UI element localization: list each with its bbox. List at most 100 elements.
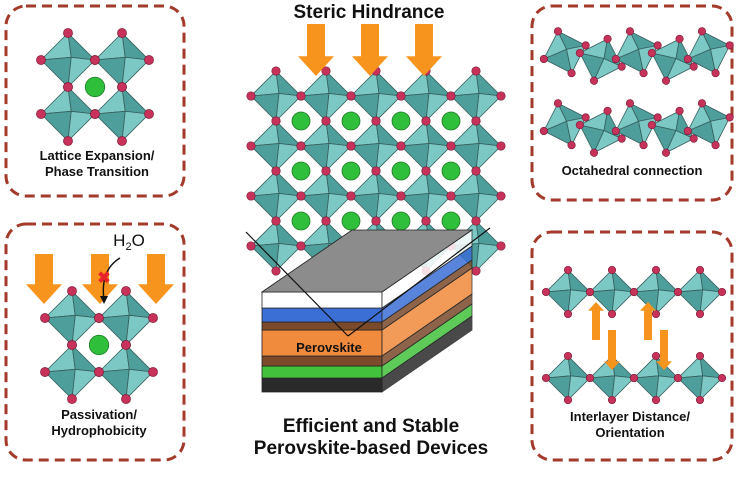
anion-sphere <box>296 241 306 251</box>
anion-sphere <box>67 286 77 296</box>
anion-sphere <box>121 340 131 350</box>
anion-sphere <box>271 166 281 176</box>
octahedron-face <box>275 193 302 223</box>
panel-frame <box>4 222 186 462</box>
arrow-down-icon <box>82 254 118 304</box>
octahedron-face <box>611 268 636 293</box>
h2o-rest: O <box>131 231 145 250</box>
device-stack <box>245 227 491 393</box>
octahedron-face <box>375 93 402 123</box>
octahedron <box>296 116 356 176</box>
anion-sphere <box>296 191 306 201</box>
anion-sphere <box>40 313 50 323</box>
anion-sphere <box>625 27 635 36</box>
anion-sphere <box>697 27 707 36</box>
anion-sphere <box>371 116 381 126</box>
panel-frame <box>530 230 734 462</box>
anion-sphere <box>673 373 683 383</box>
octahedron-face <box>699 289 723 316</box>
octahedron-face <box>611 289 635 316</box>
anion-sphere <box>717 287 727 297</box>
anion-sphere <box>371 216 381 226</box>
anion-sphere <box>589 76 599 85</box>
anion-sphere <box>321 166 331 176</box>
octahedron-face <box>325 193 352 223</box>
anion-sphere <box>567 141 576 150</box>
anion-sphere <box>396 141 406 151</box>
octahedron-face <box>375 193 402 223</box>
octahedron-face <box>567 375 591 402</box>
device-layer-front <box>261 291 383 309</box>
cation-sphere <box>441 111 461 131</box>
arrow-down-icon <box>352 24 388 76</box>
octahedron <box>396 116 456 176</box>
anion-sphere <box>117 136 127 146</box>
octahedron-face <box>67 56 96 89</box>
octahedron <box>94 340 158 404</box>
octahedron-face <box>593 57 623 82</box>
anion-sphere <box>271 216 281 226</box>
anion-sphere <box>148 313 158 323</box>
anion-sphere <box>94 367 104 377</box>
anion-sphere <box>629 373 639 383</box>
device-layer-front <box>261 365 383 379</box>
anion-sphere <box>90 55 100 65</box>
anion-sphere <box>689 62 698 71</box>
anion-sphere <box>563 351 573 361</box>
anion-sphere <box>651 351 661 361</box>
anion-sphere <box>539 126 548 136</box>
octahedron <box>673 265 727 319</box>
cation-sphere <box>291 161 311 181</box>
h2o-subscript: 2 <box>125 241 132 254</box>
anion-sphere <box>611 126 620 136</box>
anion-sphere <box>607 395 617 405</box>
octahedron-face <box>425 93 452 123</box>
octahedron <box>40 340 104 404</box>
anion-sphere <box>121 286 131 296</box>
zoom-line-left <box>245 231 349 337</box>
bottom-title-line1: Efficient and Stable <box>282 416 460 437</box>
label-interlayer-line2: Orientation <box>595 425 665 440</box>
anion-sphere <box>271 116 281 126</box>
anion-sphere <box>296 91 306 101</box>
octahedron-face <box>375 69 403 97</box>
octahedron-face <box>699 354 724 379</box>
bottom-title: Efficient and Stable Perovskite-based De… <box>226 416 516 460</box>
octahedron-face <box>475 219 503 247</box>
anion-sphere <box>695 309 705 319</box>
octahedron <box>673 351 727 405</box>
octahedron-face <box>665 57 695 82</box>
anion-sphere <box>246 141 256 151</box>
anion-sphere <box>421 116 431 126</box>
octahedron-face <box>475 193 502 223</box>
octahedron-face <box>425 193 452 223</box>
anion-sphere <box>94 313 104 323</box>
octahedron <box>396 66 456 126</box>
cation-sphere <box>391 111 411 131</box>
octahedron-face <box>125 343 155 373</box>
octahedron-face <box>125 314 154 347</box>
anion-sphere <box>471 66 481 76</box>
arrow-down-icon <box>604 330 620 370</box>
octahedron <box>246 116 306 176</box>
octahedron-face <box>67 110 96 143</box>
panel-frame <box>4 4 186 198</box>
anion-sphere <box>683 54 692 64</box>
octahedron-face <box>275 243 302 273</box>
anion-sphere <box>617 134 626 143</box>
anion-sphere <box>589 148 599 157</box>
anion-sphere <box>695 351 705 361</box>
anion-sphere <box>117 82 127 92</box>
octahedron-face <box>121 56 150 89</box>
label-passivation: Passivation/ Hydrophobicity <box>14 407 184 439</box>
anion-sphere <box>675 106 684 115</box>
octahedron <box>446 66 506 126</box>
device-top-face <box>260 229 474 293</box>
octahedron <box>246 66 306 126</box>
octahedron-face <box>71 368 100 401</box>
label-perovskite-layer: Perovskite <box>296 340 362 355</box>
cation-sphere <box>291 211 311 231</box>
anion-sphere <box>246 191 256 201</box>
octahedron <box>541 265 595 319</box>
